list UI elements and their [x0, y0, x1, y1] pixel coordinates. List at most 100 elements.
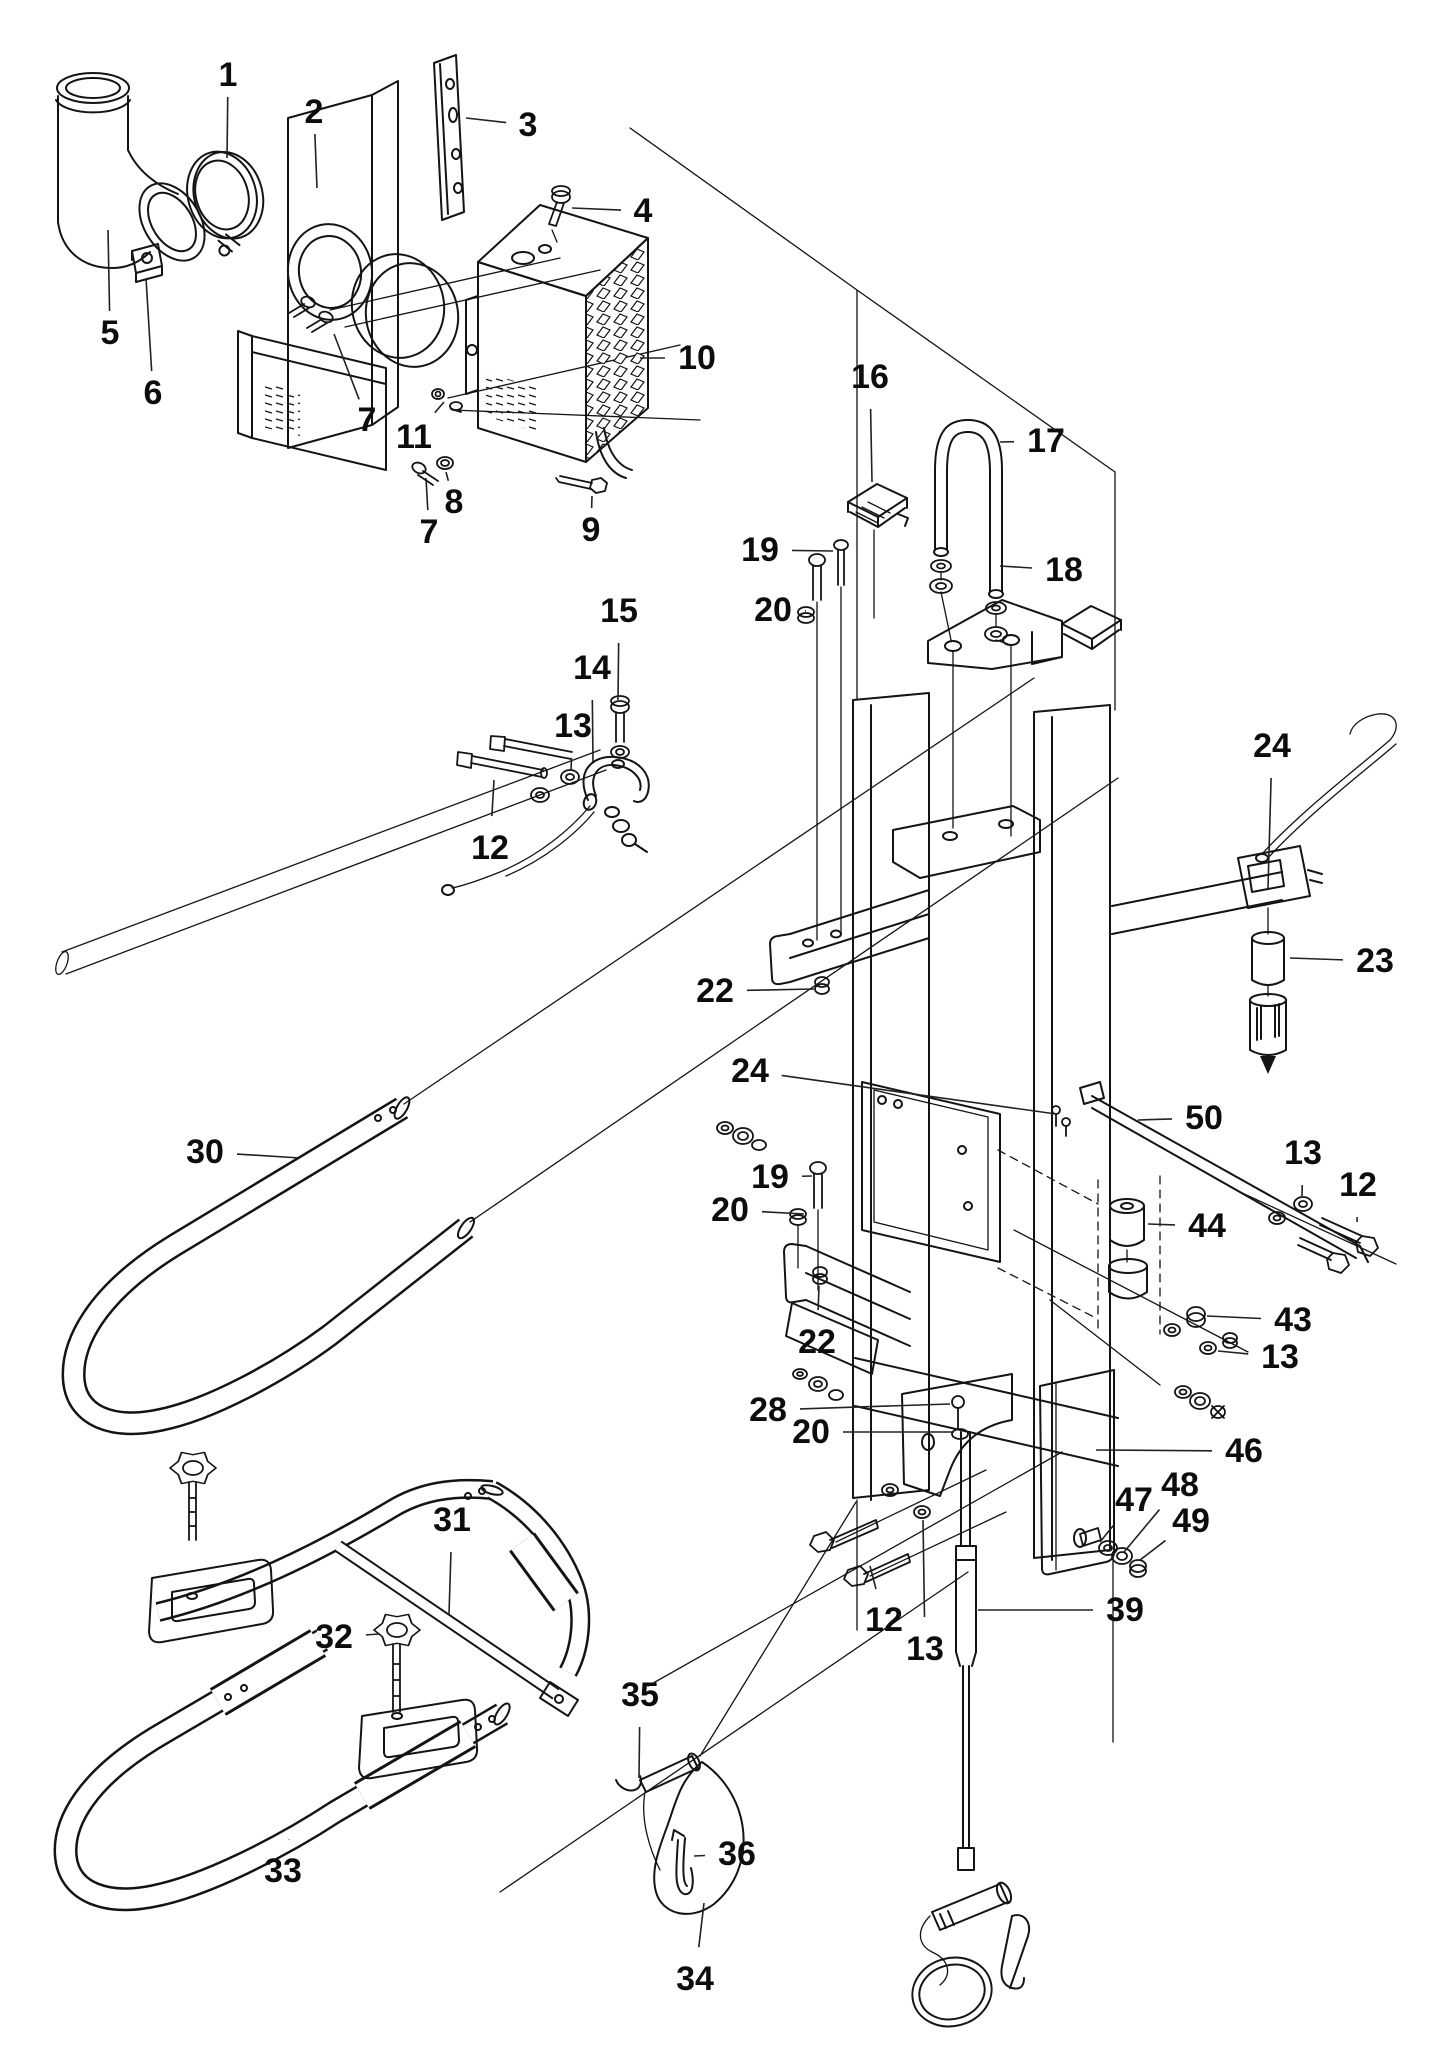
bolts-12-13-right	[1239, 1191, 1397, 1274]
u-bolt-plate	[892, 599, 1063, 879]
bolts-19-nuts-20-upper	[797, 539, 849, 941]
callout-15: 15	[600, 592, 638, 630]
leader-line-4	[571, 207, 622, 211]
callout-1: 1	[219, 56, 238, 94]
callout-9: 9	[582, 511, 601, 549]
callout-12: 12	[1339, 1166, 1377, 1204]
callout-2: 2	[305, 93, 324, 131]
leader-line-20	[761, 1210, 805, 1215]
leader-line-7	[333, 333, 360, 400]
leader-line-11	[434, 401, 445, 414]
callout-22: 22	[696, 972, 734, 1010]
callout-30: 30	[186, 1133, 224, 1171]
callout-12: 12	[471, 829, 509, 867]
leader-line-46	[1095, 1449, 1213, 1452]
handlebar-30	[61, 1096, 476, 1436]
leader-line-43	[1206, 1315, 1262, 1320]
washers-24b-row	[716, 1105, 1071, 1151]
hook-group	[615, 1752, 745, 1915]
callout-18: 18	[1045, 551, 1083, 589]
hose-clamp	[186, 150, 265, 257]
module-plate	[861, 1081, 1001, 1263]
leader-line-1	[226, 96, 229, 159]
leader-line-48	[1123, 1509, 1161, 1553]
leader-line-13	[1217, 1350, 1249, 1355]
callout-33: 33	[264, 1852, 302, 1890]
frame-mast-left	[852, 692, 930, 1501]
leader-line-50	[1137, 1118, 1173, 1121]
heat-exchanger-grid	[465, 204, 649, 479]
bumpers-44	[1108, 1198, 1148, 1300]
callout-8: 8	[445, 483, 464, 521]
callout-13: 13	[554, 707, 592, 745]
callout-50: 50	[1185, 1099, 1223, 1137]
callout-23: 23	[1356, 942, 1394, 980]
leader-line-49	[1139, 1539, 1167, 1561]
callout-28: 28	[749, 1391, 787, 1429]
callout-34: 34	[676, 1960, 714, 1998]
callout-7: 7	[358, 401, 377, 439]
frame-arm-right	[1111, 871, 1283, 935]
callout-46: 46	[1225, 1432, 1263, 1470]
cable-clamp-14	[441, 755, 650, 896]
leader-line-19	[791, 549, 834, 552]
frame-bottom-cross	[854, 1357, 1119, 1497]
leader-line-8	[445, 471, 450, 481]
leader-line-23	[1289, 957, 1344, 961]
handlebar-33	[53, 1629, 511, 1912]
leader-line-44	[1147, 1223, 1176, 1226]
callout-35: 35	[621, 1676, 659, 1714]
callout-43: 43	[1274, 1301, 1312, 1339]
leader-line-7	[425, 477, 429, 511]
rubber-pad-16b	[1061, 605, 1122, 650]
frame-arm-lower-left	[783, 1243, 911, 1375]
callout-11: 11	[396, 418, 432, 456]
leader-line-5	[107, 229, 111, 312]
knob-1	[169, 1451, 217, 1541]
callout-17: 17	[1027, 422, 1065, 460]
knob-32	[373, 1613, 421, 1713]
leader-line-14	[591, 699, 594, 763]
handle-frame-31	[148, 1478, 591, 1780]
leader-line-16	[869, 408, 873, 483]
callout-22: 22	[798, 1323, 836, 1361]
callout-14: 14	[573, 649, 611, 687]
fasteners-43-13	[1013, 1229, 1249, 1419]
frame-arm-left	[769, 889, 930, 986]
leader-line-32	[365, 1633, 380, 1636]
leader-line-6	[145, 277, 153, 372]
mounting-plate	[237, 80, 460, 471]
callout-36: 36	[718, 1835, 756, 1873]
callout-16: 16	[851, 358, 889, 396]
support-bracket	[433, 54, 465, 221]
ghost-outline	[55, 127, 1161, 1893]
u-bolt-17	[933, 419, 1004, 599]
leader-line-12	[869, 1565, 877, 1590]
bolts-19-nuts-20-lower	[789, 1161, 827, 1291]
callout-19: 19	[751, 1158, 789, 1196]
square-nut	[131, 243, 163, 283]
leader-line-28	[799, 1403, 951, 1410]
callout-7: 7	[420, 513, 439, 551]
leader-line-15	[617, 642, 620, 701]
callout-12: 12	[865, 1601, 903, 1639]
callout-20: 20	[792, 1413, 830, 1451]
rubber-pad-16	[847, 483, 909, 619]
callout-44: 44	[1188, 1207, 1226, 1245]
leader-line-30	[236, 1153, 301, 1159]
leader-line-22	[746, 988, 815, 992]
washers-28	[792, 1368, 969, 1440]
leader-line-18	[999, 565, 1033, 569]
leader-line-47	[1099, 1524, 1115, 1543]
leader-line-12	[491, 779, 495, 817]
nut-22a	[814, 976, 830, 995]
callout-6: 6	[144, 374, 163, 412]
callout-39: 39	[1106, 1591, 1144, 1629]
leader-line-13	[922, 1519, 926, 1618]
callout-48: 48	[1161, 1466, 1199, 1504]
callout-4: 4	[634, 192, 653, 230]
leader-line-24	[1267, 777, 1272, 889]
callout-13: 13	[906, 1630, 944, 1668]
